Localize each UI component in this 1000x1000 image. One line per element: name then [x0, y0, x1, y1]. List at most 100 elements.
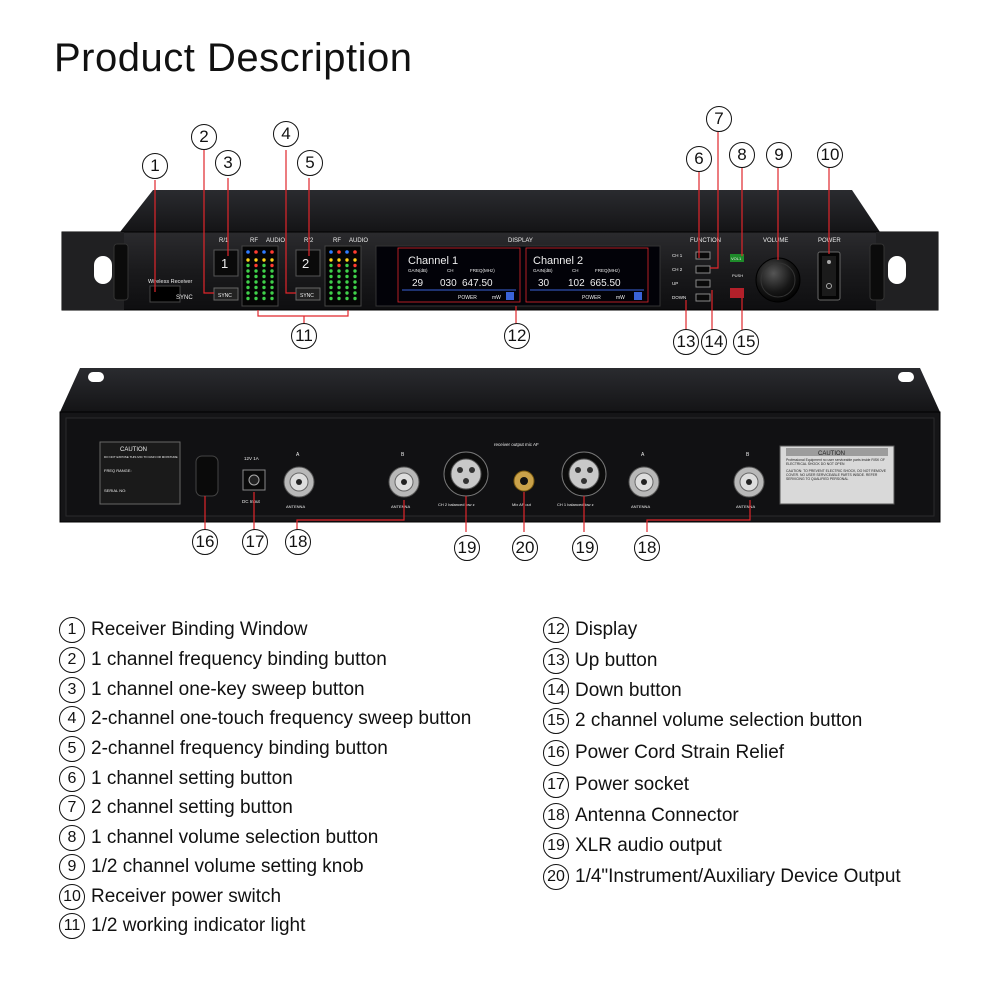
led [329, 269, 333, 273]
legend-text: 1 channel one-key sweep button [91, 679, 365, 700]
ch1-sync-button [213, 287, 239, 301]
legend-number: 15 [543, 708, 569, 734]
ch2-sync-button [295, 287, 321, 301]
legend-number: 11 [59, 913, 85, 939]
ch1-power-text: POWER [458, 295, 477, 301]
led [262, 291, 266, 295]
bnc-pin [296, 479, 302, 485]
led [254, 269, 258, 273]
led [262, 250, 266, 254]
legend-number: 6 [59, 766, 85, 792]
ch1-led-meter [241, 245, 279, 307]
legend-number: 5 [59, 736, 85, 762]
legend-item: 19 XLR audio output [543, 833, 722, 859]
function-button[interactable] [695, 293, 711, 302]
led [262, 269, 266, 273]
legend-number: 17 [543, 772, 569, 798]
callout-18: 18 [634, 535, 660, 561]
callout-3: 3 [215, 150, 241, 176]
led [254, 250, 258, 254]
display-label: DISPLAY [508, 238, 533, 244]
callout-lines [154, 132, 830, 532]
function-button-label: CH 1 [672, 253, 683, 258]
ch1-out-label: CH 1 balanced low z [557, 502, 594, 507]
receiver-output-label: receiver output mic AF [494, 442, 539, 447]
freq-range-label: FREQ RANGE: [104, 468, 132, 473]
led [262, 274, 266, 279]
function-button[interactable] [695, 279, 711, 288]
led [246, 280, 250, 284]
power-label: POWER [818, 238, 841, 244]
legend-text: 1 channel setting button [91, 768, 293, 789]
legend-item: 6 1 channel setting button [59, 766, 293, 792]
led [353, 285, 357, 290]
led [246, 258, 250, 262]
callout-6: 6 [686, 146, 712, 172]
led [337, 274, 341, 279]
ch1-sync-text: SYNC [218, 293, 232, 299]
legend-text: XLR audio output [575, 835, 722, 856]
led [329, 285, 333, 290]
led [337, 285, 341, 290]
led [329, 291, 333, 295]
led [270, 274, 274, 279]
led [270, 250, 274, 254]
rack-ear-hole-right [888, 256, 906, 284]
legend-number: 19 [543, 833, 569, 859]
rack-hole-rr [898, 372, 914, 382]
led [246, 250, 250, 254]
dc-spec-label: 12V 1A [244, 456, 259, 461]
legend-number: 13 [543, 648, 569, 674]
led [270, 269, 274, 273]
rear-top-lid [60, 368, 940, 412]
callout-13: 13 [673, 329, 699, 355]
ant-a-label-2: A [641, 452, 645, 458]
legend-number: 7 [59, 795, 85, 821]
led [345, 258, 349, 262]
led [353, 291, 357, 295]
rack-hole-rl [88, 372, 104, 382]
ch1-mw: mW [492, 295, 501, 301]
ch2-sync-text: SYNC [300, 293, 314, 299]
legend-text: Receiver Binding Window [91, 619, 308, 640]
led [262, 285, 266, 290]
ant-text-2: ANTENNA [391, 504, 410, 509]
legend-number: 8 [59, 825, 85, 851]
legend-text: 2 channel volume selection button [575, 710, 863, 731]
legend-text: Display [575, 619, 638, 640]
function-label: FUNCTION [690, 238, 721, 244]
function-button[interactable] [695, 265, 711, 274]
led [246, 263, 250, 268]
callout-19: 19 [454, 535, 480, 561]
legend-text: Power Cord Strain Relief [575, 742, 785, 763]
function-button-label: CH 2 [672, 267, 683, 272]
led [262, 296, 266, 301]
led [246, 291, 250, 295]
led [353, 258, 357, 262]
bnc-pin [641, 479, 647, 485]
ch1-ch-value: 030 [440, 278, 457, 289]
led [337, 291, 341, 295]
ch1-gain-value: 29 [412, 278, 424, 289]
led [329, 258, 333, 262]
led [329, 250, 333, 254]
ch2-ch-value: 102 [568, 278, 585, 289]
dc-input-label: DC Input [242, 499, 261, 504]
function-button[interactable] [695, 251, 711, 260]
strain-relief [195, 455, 219, 497]
led [270, 263, 274, 268]
display-ch1-title: Channel 1 [408, 255, 458, 267]
legend-number: 20 [543, 864, 569, 890]
led [337, 280, 341, 284]
display-freq2: FREQ(MHz) [595, 268, 620, 273]
caution-big-title: CAUTION [818, 451, 845, 457]
legend-number: 3 [59, 677, 85, 703]
mix-out-label: Mix AF out [512, 502, 532, 507]
ant-text-4: ANTENNA [736, 504, 755, 509]
led [353, 263, 357, 268]
